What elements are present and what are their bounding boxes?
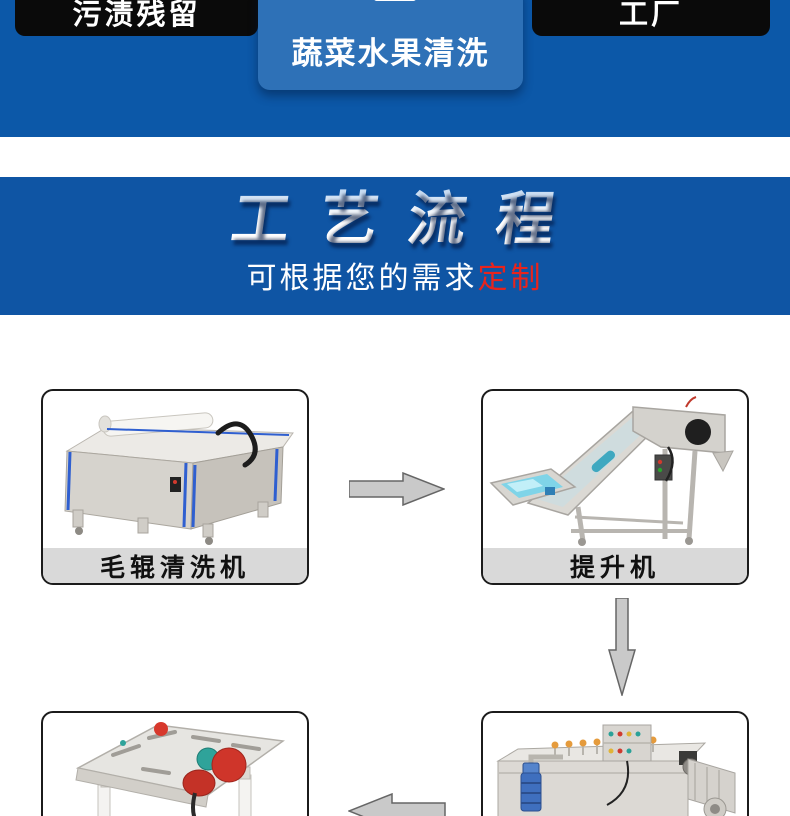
center-tab: 蔬菜水果清洗 [258,0,523,90]
vibrating-sieve-image [75,722,285,816]
banner-subtitle-text: 可根据您的需求 [246,262,478,295]
left-tag: 污渍残留 [15,0,258,36]
banner-title: 工 艺 流 程 [0,177,790,252]
flow-step-bubble-washer [481,711,749,816]
bubble-washer-image [496,724,736,816]
banner-subtitle: 可根据您的需求定制 [0,262,790,296]
flow-arrow-down-icon [608,598,636,696]
top-banner: 污渍残留 蔬菜水果清洗 工厂 [0,0,790,137]
process-banner: 工 艺 流 程 可根据您的需求定制 [0,177,790,315]
step1-label: 毛辊清洗机 [99,553,250,582]
logo-dash-icon [374,0,416,1]
flow-step-elevator: 提升机 [481,389,749,585]
step2-label: 提升机 [569,553,660,582]
left-tag-label: 污渍残留 [72,0,201,31]
right-tag: 工厂 [532,0,770,36]
flow-step-vibrating-sieve [41,711,309,816]
elevator-image [489,396,734,546]
flow-arrow-left-icon [348,793,446,816]
right-tag-label: 工厂 [618,0,683,31]
center-tab-label: 蔬菜水果清洗 [291,36,490,71]
step1-label-band: 毛辊清洗机 [43,548,307,583]
flow-arrow-right-icon [349,472,445,506]
roller-washer-image [64,412,294,545]
step2-label-band: 提升机 [483,548,747,583]
banner-subtitle-accent: 定制 [477,262,544,295]
flow-step-roller-washer: 毛辊清洗机 [41,389,309,585]
